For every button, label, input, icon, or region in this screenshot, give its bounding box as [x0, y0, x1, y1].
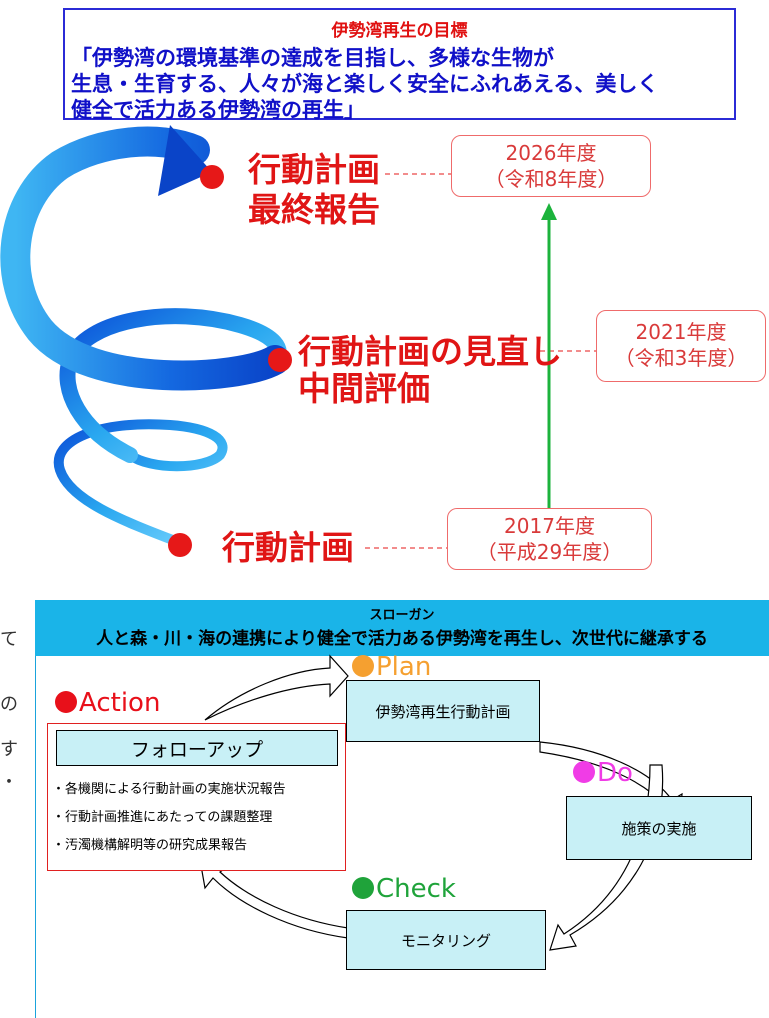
phase-do-label: Do: [573, 758, 633, 788]
milestone-final-label-1: 行動計画: [248, 150, 380, 189]
year-mid: 2021年度: [635, 320, 727, 344]
goal-text-line-2: 生息・生育する、人々が海と楽しく安全にふれあえる、美しく: [71, 72, 659, 96]
goal-title: 伊勢湾再生の目標: [331, 21, 468, 41]
goal-text-line-1: 「伊勢湾の環境基準の達成を目指し、多様な生物が: [71, 46, 554, 70]
year-box-mid: 2021年度 （令和3年度）: [596, 310, 766, 382]
timeline-arrowhead: [541, 203, 557, 220]
action-dot-icon: [55, 691, 77, 713]
phase-check-label: Check: [352, 874, 456, 904]
era-final: （令和8年度）: [484, 167, 618, 191]
do-dot-icon: [573, 761, 595, 783]
action-item-3: ・汚濁機構解明等の研究成果報告: [52, 838, 248, 853]
plan-dot-icon: [352, 655, 374, 677]
left-fragment-4: ・: [0, 772, 18, 793]
milestone-dot-start: [168, 533, 192, 557]
arrow-check-to-action: [199, 859, 349, 939]
milestone-dot-final: [200, 165, 224, 189]
left-fragment-2: の: [0, 694, 18, 715]
milestone-start-label: 行動計画: [222, 528, 354, 567]
phase-plan-label: Plan: [352, 652, 431, 682]
check-dot-icon: [352, 877, 374, 899]
goal-text-line-3: 健全で活力ある伊勢湾の再生」: [71, 98, 365, 122]
action-item-1: ・各機関による行動計画の実施状況報告: [52, 782, 286, 797]
phase-action-label: Action: [55, 688, 160, 718]
check-box: モニタリング: [346, 910, 546, 970]
spiral-arrowhead: [158, 125, 212, 196]
year-start: 2017年度: [504, 514, 595, 538]
slogan-text: 人と森・川・海の連携により健全で活力ある伊勢湾を再生し、次世代に継承する: [96, 629, 708, 649]
year-box-final: 2026年度 （令和8年度）: [451, 135, 651, 197]
milestone-mid-label-2: 中間評価: [298, 369, 430, 408]
action-item-2: ・行動計画推進にあたっての課題整理: [52, 810, 273, 825]
slogan-heading: スローガン: [369, 608, 435, 623]
year-final: 2026年度: [505, 141, 597, 165]
do-box: 施策の実施: [566, 796, 752, 860]
era-start: （平成29年度）: [476, 540, 623, 564]
action-box-title: フォローアップ: [56, 730, 338, 766]
slogan-header: [35, 600, 769, 656]
era-mid: （令和3年度）: [614, 346, 748, 370]
goal-box: 伊勢湾再生の目標 「伊勢湾の環境基準の達成を目指し、多様な生物が 生息・生育する…: [63, 8, 736, 122]
year-box-start: 2017年度 （平成29年度）: [447, 508, 652, 570]
spiral-band-lower: [53, 419, 228, 547]
milestone-dot-mid: [268, 348, 292, 372]
left-fragment-1: て: [0, 629, 18, 650]
plan-box: 伊勢湾再生行動計画: [346, 680, 540, 742]
arrow-action-to-plan: [204, 654, 349, 721]
left-fragment-3: す: [0, 739, 18, 760]
spiral-timeline-graphic: [0, 125, 596, 557]
milestone-mid-label-1: 行動計画の見直し: [298, 332, 562, 371]
milestone-final-label-2: 最終報告: [248, 190, 380, 229]
spiral-band-upper: [0, 126, 290, 391]
spiral-band-middle: [59, 308, 287, 463]
